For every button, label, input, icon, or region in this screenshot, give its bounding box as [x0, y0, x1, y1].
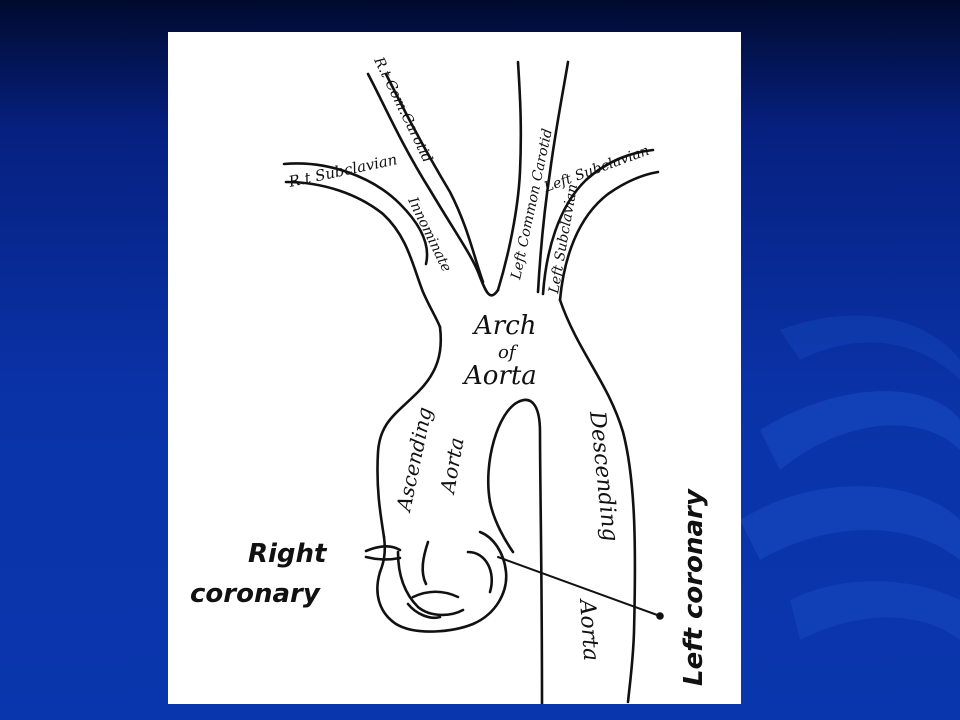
valve-outline — [376, 530, 508, 633]
right-coronary-label-line2: coronary — [190, 579, 321, 609]
left-carotid-right-outline — [536, 60, 570, 294]
aorta-diagram: R.t Subclavian R.t Com.Carotid Innominat… — [190, 54, 709, 704]
crotch-outline — [478, 275, 500, 297]
arch-outer-outline — [558, 298, 637, 704]
rt-subclavian-label: R.t Subclavian — [286, 150, 399, 191]
valve-inner-1 — [396, 550, 465, 617]
arch-label: Arch — [472, 311, 537, 341]
descending-label: Descending — [584, 409, 623, 543]
valve-cusp-left — [406, 602, 442, 620]
arch-inner-loop — [486, 398, 544, 704]
rt-com-carotid-label: R.t Com.Carotid — [370, 54, 435, 165]
ascending-label: Ascending — [391, 405, 437, 515]
left-subclavian-inner-outline — [541, 148, 655, 296]
left-carotid-left-outline — [496, 60, 523, 292]
right-coronary-label-line1: Right — [248, 539, 328, 569]
left-coronary-pointer-end — [656, 612, 664, 620]
diagram-panel: R.t Subclavian R.t Com.Carotid Innominat… — [168, 32, 741, 704]
of-label: of — [498, 342, 519, 363]
left-coronary-label: Left coronary — [679, 488, 709, 686]
valve-inner-3 — [421, 540, 430, 586]
innominate-outline — [376, 325, 443, 539]
right-coronary-stub — [364, 545, 402, 553]
left-subclavian-outer-outline — [558, 170, 660, 302]
left-coronary-pointer — [497, 556, 661, 617]
left-subclavian-top-label: Left Subclavian — [541, 143, 652, 196]
descending-left-wall — [488, 500, 515, 554]
right-subclavian-upper-outline — [282, 162, 429, 266]
aorta-ascending-label: Aorta — [435, 436, 469, 497]
valve-inner-2 — [411, 590, 460, 599]
right-carotid-outer-outline — [366, 72, 482, 279]
aorta-arch-label: Aorta — [462, 361, 537, 391]
right-coronary-stub-2 — [364, 555, 402, 561]
ascending-left-wall — [378, 535, 387, 574]
aorta-descending-label: Aorta — [574, 597, 603, 662]
valve-cusp-right — [466, 550, 493, 594]
right-subclavian-lower-outline — [284, 180, 442, 329]
right-carotid-inner-outline — [384, 72, 485, 284]
